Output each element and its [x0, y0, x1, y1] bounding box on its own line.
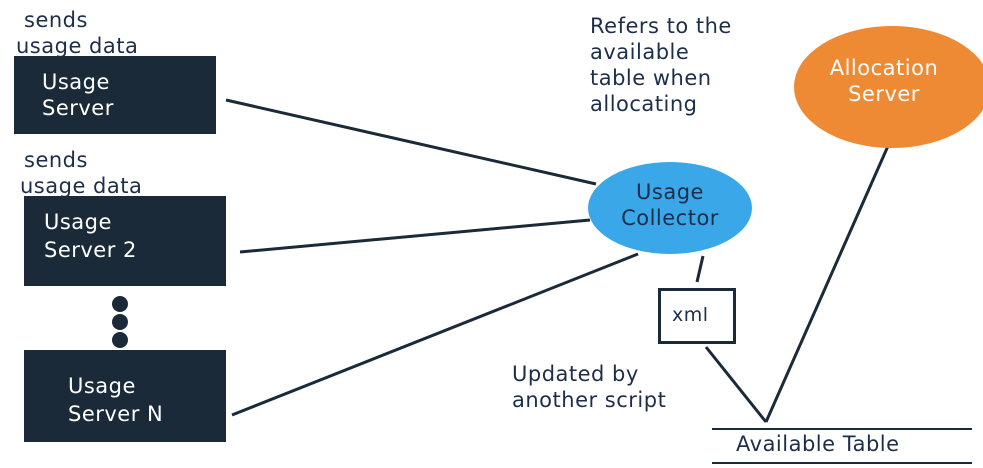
ellipsis-dot-3 [112, 332, 128, 348]
ellipsis-dot-1 [112, 296, 128, 312]
server1-annotation-line2: usage data [16, 34, 139, 58]
server2-annotation-line2: usage data [20, 174, 143, 198]
ellipsis-dot-2 [112, 314, 128, 330]
server1-annotation-line1: sends [24, 8, 88, 32]
line-collector-to-xml [695, 255, 705, 283]
xml-document: xml [658, 288, 736, 344]
usage-server-2-label-line2: Server 2 [44, 238, 137, 262]
usage-server-2-box: Usage Server 2 [24, 196, 226, 286]
usage-server-2-label-line1: Usage [44, 210, 112, 234]
line-server1-to-collector [225, 98, 597, 186]
server2-annotation-line1: sends [24, 148, 88, 172]
refers-note-line2: available [590, 40, 690, 64]
usage-collector-label-line1: Usage [636, 180, 704, 204]
refers-note-line3: table when [590, 66, 712, 90]
allocation-server-node: Allocation Server [794, 26, 983, 148]
line-allocation-to-table [764, 145, 890, 423]
usage-server-n-box: Usage Server N [24, 350, 226, 442]
refers-note-line1: Refers to the [590, 14, 732, 38]
xml-label: xml [672, 304, 709, 326]
updated-note-line1: Updated by [512, 362, 639, 386]
refers-note-line4: allocating [590, 92, 698, 116]
line-server2-to-collector [239, 218, 591, 254]
usage-server-n-label-line2: Server N [68, 402, 164, 426]
usage-server-1-label-line1: Usage [42, 70, 110, 94]
line-xml-to-table [704, 346, 768, 423]
allocation-server-label-line1: Allocation [829, 56, 939, 80]
usage-collector-node: Usage Collector [588, 162, 752, 254]
usage-server-1-label-line2: Server [42, 96, 114, 120]
allocation-server-label-line2: Server [848, 82, 920, 106]
available-table-bottom-line [712, 462, 972, 464]
updated-note-line2: another script [512, 388, 667, 412]
available-table-label: Available Table [736, 432, 900, 456]
usage-server-n-label-line1: Usage [68, 374, 136, 398]
usage-collector-label-line2: Collector [621, 206, 719, 230]
available-table-top-line [712, 428, 972, 430]
usage-server-1-box: Usage Server [14, 56, 216, 134]
line-serverN-to-collector [231, 252, 639, 417]
